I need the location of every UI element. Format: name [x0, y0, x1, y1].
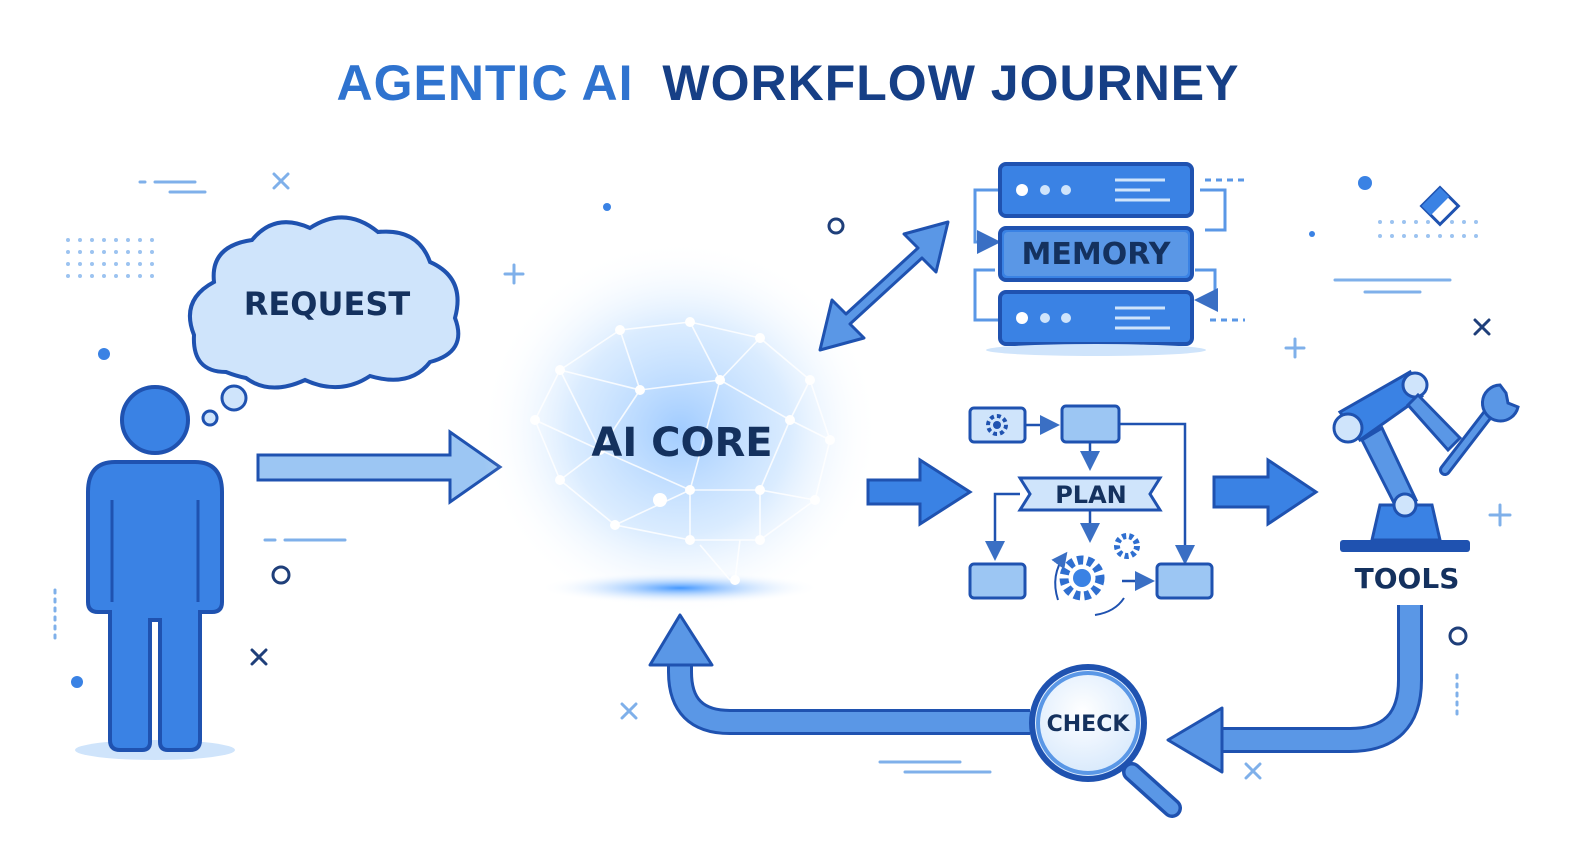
check-label: CHECK — [1047, 712, 1131, 737]
person-icon — [75, 385, 235, 760]
memory-label: MEMORY — [1022, 237, 1172, 272]
memory-server-stack: MEMORY — [973, 162, 1245, 356]
request-label: REQUEST — [244, 285, 411, 323]
dot-grid-left — [66, 238, 154, 278]
arrow-core-memory-bidirectional — [818, 220, 950, 352]
gear-icon — [986, 414, 1008, 436]
request-cloud: REQUEST — [188, 215, 461, 427]
ai-core-brain: AI CORE — [480, 240, 880, 620]
plan-label: PLAN — [1055, 481, 1127, 509]
diagram-title: AGENTIC AI WORKFLOW JOURNEY — [336, 55, 1239, 111]
arrow-request-to-core — [256, 429, 503, 505]
gears-icon — [1051, 533, 1140, 616]
robotic-arm-icon: TOOLS — [1332, 369, 1520, 595]
tools-label: TOOLS — [1355, 562, 1460, 595]
title-part-2: WORKFLOW JOURNEY — [662, 55, 1239, 111]
arrow-plan-to-tools — [1212, 457, 1319, 527]
decorative-dots — [71, 176, 1372, 688]
wrench-icon — [1439, 383, 1520, 476]
feedback-loop-arrow — [648, 605, 1423, 774]
arrow-core-to-plan — [866, 457, 973, 527]
dot-grid-right — [1378, 220, 1478, 238]
ai-core-label: AI CORE — [591, 420, 772, 466]
diamond-icon — [1419, 185, 1461, 227]
title-part-1: AGENTIC AI — [336, 55, 633, 111]
plan-flowchart: PLAN — [968, 404, 1214, 616]
decorative-marks — [53, 172, 1512, 780]
check-magnifier: CHECK — [1029, 664, 1182, 818]
